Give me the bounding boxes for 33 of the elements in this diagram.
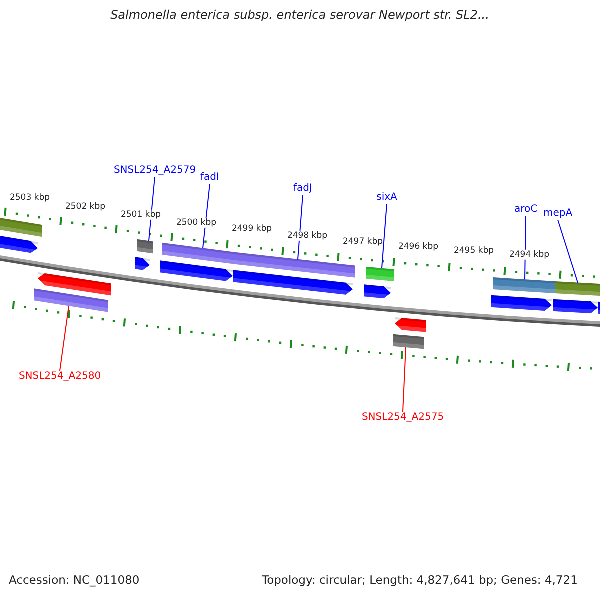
scale-label: 2503 kbp bbox=[10, 192, 50, 204]
feature-bar bbox=[235, 252, 355, 278]
scale-label: 2502 kbp bbox=[65, 202, 106, 212]
scale-label: 2500 kbp bbox=[176, 217, 217, 228]
feature-bar bbox=[162, 242, 235, 264]
gene-label: mepA bbox=[543, 208, 573, 220]
scale-label: 2495 kbp bbox=[454, 246, 494, 256]
gene-label: aroC bbox=[514, 204, 538, 216]
scale-label: 2499 kbp bbox=[232, 224, 272, 235]
gene-label: fadJ bbox=[294, 183, 312, 195]
feature-bar bbox=[137, 239, 153, 254]
footer-text: Topology: circular; Length: 4,827,641 bp; Genes: 4,721 bbox=[262, 574, 578, 588]
feature-bar bbox=[555, 282, 600, 296]
title: Salmonella enterica subsp. enterica serovar Newport str. SL2... bbox=[110, 8, 490, 22]
gene-label: SNSL254_A2579 bbox=[114, 165, 196, 177]
scale-label: 2498 kbp bbox=[287, 230, 328, 241]
gene-label: SNSL254_A2580 bbox=[18, 371, 102, 383]
leader-line bbox=[60, 306, 70, 372]
leader-line bbox=[558, 220, 578, 284]
leader-line bbox=[402, 347, 406, 412]
scale-label: 2501 kbp bbox=[120, 210, 162, 220]
gene-label: fadI bbox=[200, 172, 220, 184]
feature-bar bbox=[493, 278, 555, 294]
feature-bar bbox=[393, 334, 424, 350]
footer-text: Accession: NC_011080 bbox=[9, 574, 140, 588]
scale-label: 2497 kbp bbox=[342, 236, 384, 247]
gene-label: sixA bbox=[376, 192, 398, 204]
leader-line bbox=[382, 204, 388, 269]
feature-bar bbox=[366, 266, 394, 282]
gene-label: SNSL254_A2575 bbox=[362, 412, 444, 424]
scale-label: 2494 kbp bbox=[509, 250, 550, 260]
feature-bar bbox=[34, 288, 108, 312]
scale-label: 2496 kbp bbox=[398, 242, 439, 252]
